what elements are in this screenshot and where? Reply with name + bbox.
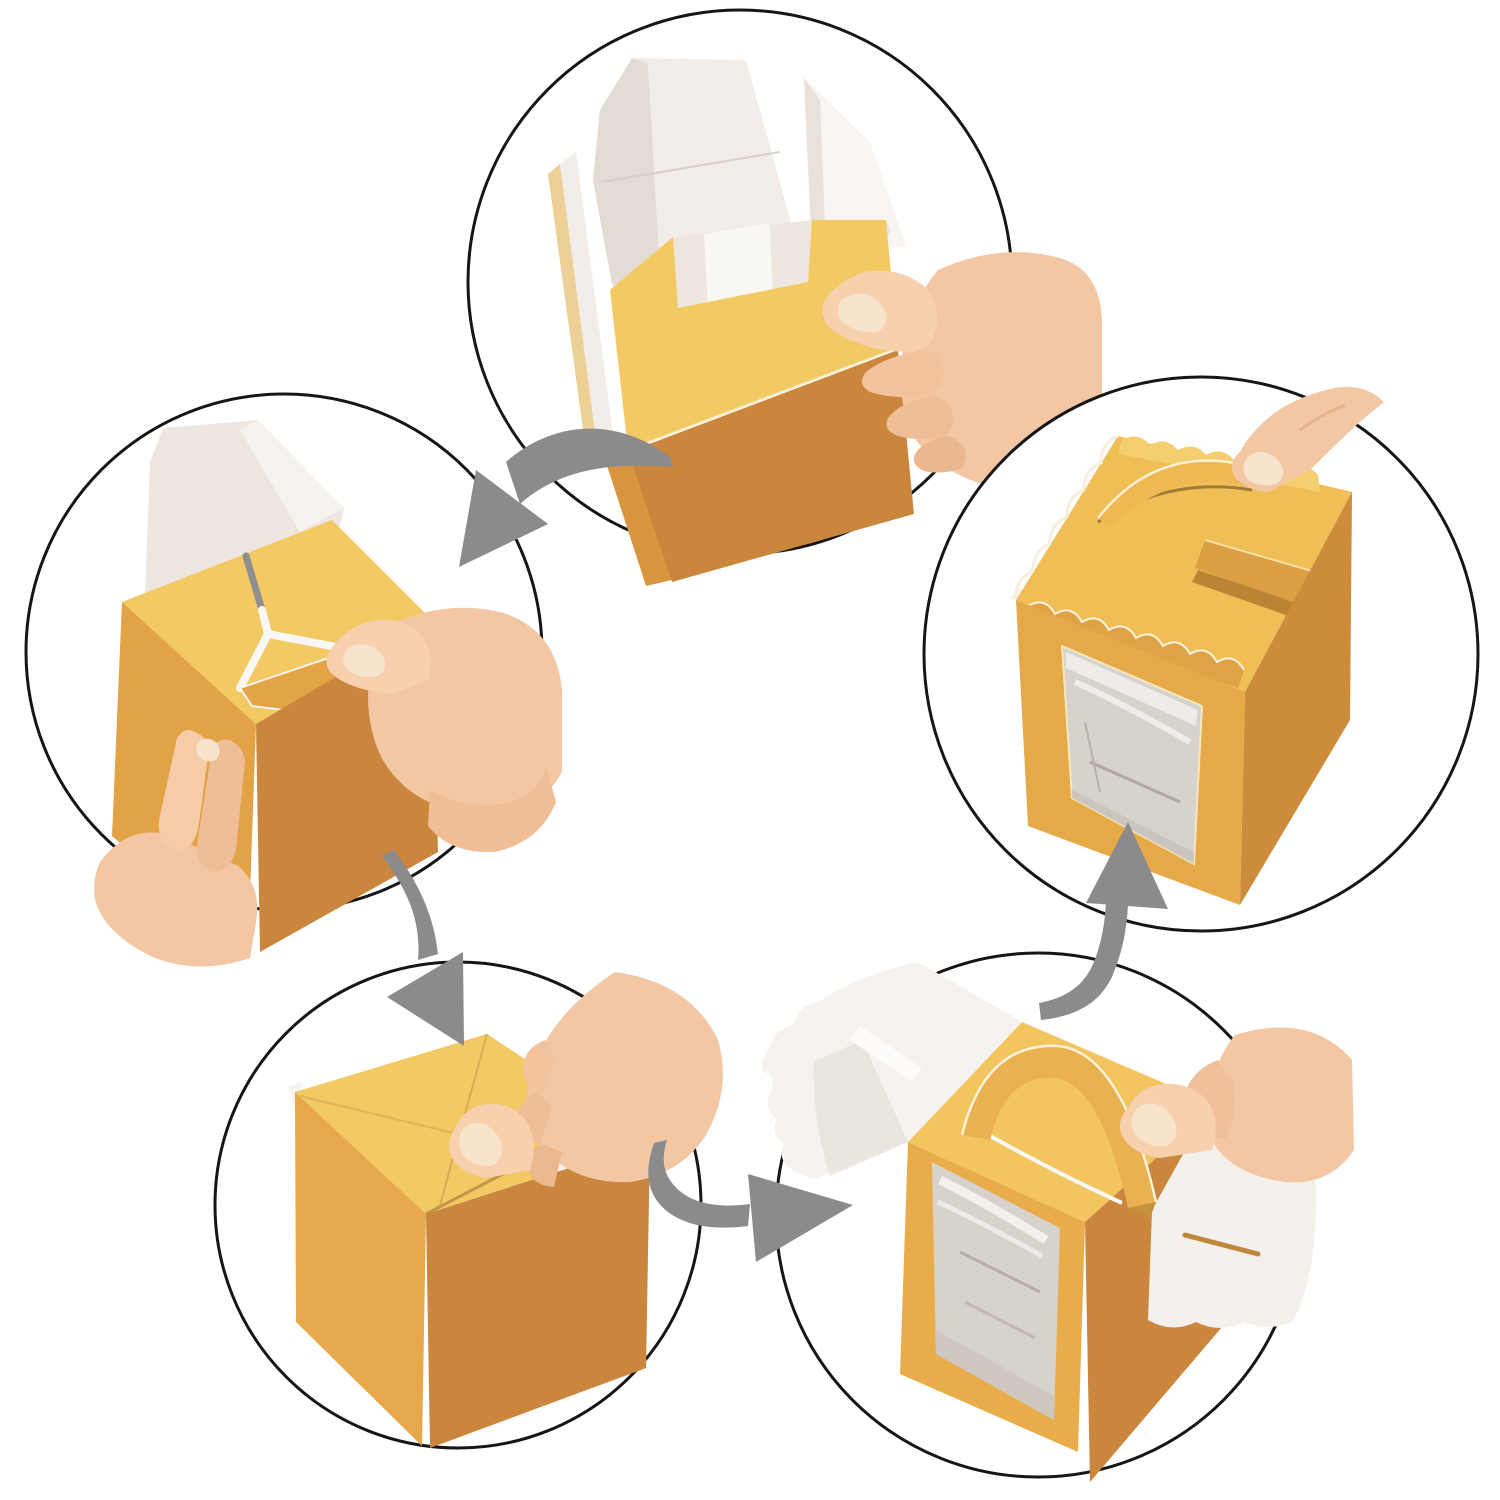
hand [1120,1027,1354,1183]
step-5-photo [922,375,1480,933]
slot-stem [258,606,272,638]
box-right-face [1240,492,1352,905]
curled-fingers [428,766,556,853]
plastic-window [932,1162,1060,1420]
insert-seam [959,1250,1041,1294]
hand-right [326,607,562,853]
shading [593,58,660,284]
window-shade [1072,790,1194,864]
hand [1232,386,1384,492]
inner-tuck-tab [704,223,773,309]
gold-top-face [122,520,432,724]
knuckle-crease [1299,403,1346,432]
flap-slit [1182,1232,1261,1257]
box-left-edge-white [560,152,614,456]
palm [527,972,723,1183]
thumb-nail [459,1122,502,1166]
insert-seam [1089,760,1181,804]
middle-finger [196,739,245,872]
index-finger [158,730,209,851]
arrow-body [1039,901,1128,1020]
scalloped-flap-front-shadow [1024,602,1244,688]
finger-nail [1243,452,1284,486]
folded-finger [523,1040,556,1093]
arrow-head [459,470,548,567]
handle-slot-dark [1192,570,1308,620]
arrow-body [382,850,438,960]
flap-edge-highlight [627,347,899,451]
folded-finger [528,1144,562,1187]
shading [804,78,826,256]
handle-edge-highlight [1204,539,1323,575]
arrow-body [506,428,673,504]
window-highlight [1073,679,1192,745]
handle-standing-half [1195,540,1322,608]
thumb-nail [1131,1103,1177,1147]
gold-top-flap [610,220,898,450]
flap-slit-white [850,1026,922,1082]
box-front-left-face [295,1092,426,1446]
box-left-face [600,444,672,586]
arrow-head [1086,822,1168,909]
step-1-photo [466,8,1102,586]
handle-base-fold [1128,1202,1156,1218]
curved-arrow-icon-3 [648,1140,853,1262]
window-highlight [1066,652,1198,726]
handle-band [962,1045,1156,1208]
hand [449,972,723,1187]
curved-arrow-icon-4 [1039,822,1168,1020]
palm [1206,1027,1354,1183]
folded-handle [1097,459,1323,620]
box-front-face [628,350,914,582]
arrow-head [387,952,464,1046]
pinky-finger [913,436,966,473]
slot-opening [242,552,266,614]
curved-arrow-icon-1 [459,428,673,567]
step-4-photo [762,951,1354,1482]
handle-crescent [1098,460,1256,528]
box-front-right-face [426,1142,650,1448]
thumb-nail [343,644,386,678]
middle-finger [861,350,945,398]
handle-slot [984,1131,1123,1205]
finger-nail [196,738,220,762]
window-shade [936,1330,1054,1420]
window-highlight [937,1175,1049,1244]
thumb-nail [837,293,887,333]
flap-crease [601,151,781,183]
ring-finger [886,396,953,439]
shading [813,1040,908,1176]
hand-left [94,730,258,967]
plastic-window [1060,644,1204,866]
step-2-photo [24,392,562,967]
curved-arrow-icon-2 [382,850,464,1046]
insert-seam [1084,721,1101,793]
scalloped-edge-front [1027,601,1245,671]
insert-seam [964,1300,1036,1340]
scalloped-edge-left [1014,434,1119,599]
shading [240,420,344,532]
arrow-body [648,1140,750,1228]
slot-branch-left [236,630,272,692]
window-highlight [936,1199,1044,1259]
box-left-edge-gold [548,164,600,466]
arrow-head [748,1174,853,1262]
step-3-photo [213,960,723,1450]
white-right-flap [804,78,906,256]
flow-arrows [382,428,1168,1262]
